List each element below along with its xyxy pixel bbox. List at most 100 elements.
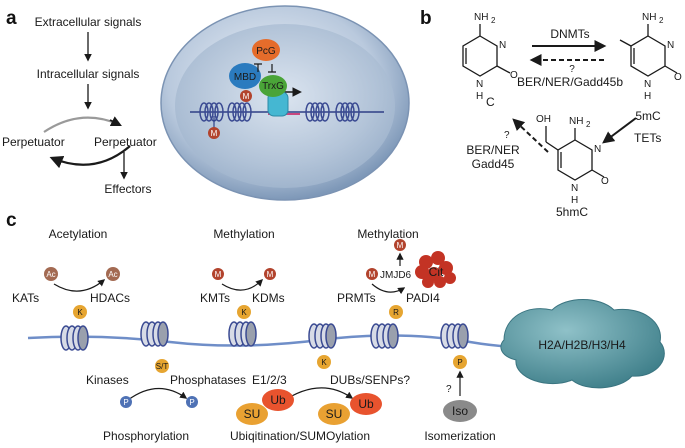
iso-bubble bbox=[443, 400, 477, 422]
extracellular-signals-label: Extracellular signals bbox=[35, 15, 142, 29]
methylation-title-2: Methylation bbox=[357, 227, 418, 241]
trxg-bubble bbox=[259, 75, 287, 97]
histone-blob bbox=[500, 299, 665, 389]
m-bubble-c2 bbox=[264, 268, 276, 280]
su-label-right: SU bbox=[326, 407, 343, 421]
c-n3: N bbox=[499, 40, 506, 51]
ber-ner-label: BER/NER bbox=[466, 143, 520, 157]
k-bubble-2 bbox=[237, 305, 251, 319]
c-nh2: NH bbox=[474, 12, 488, 23]
5mc-structure bbox=[619, 24, 678, 77]
dnmts-label: DNMTs bbox=[550, 27, 589, 41]
p-label-iso: P bbox=[457, 358, 462, 367]
isomerization-title: Isomerization bbox=[424, 429, 495, 443]
acetylation-title: Acetylation bbox=[49, 227, 108, 241]
hmc-n1: N bbox=[571, 183, 578, 194]
r-label: R bbox=[393, 308, 399, 317]
st-bubble bbox=[155, 359, 169, 373]
cit-label: Cit bbox=[429, 265, 444, 279]
hmc-h1: H bbox=[571, 195, 578, 206]
trxg-label: TrxG bbox=[262, 81, 284, 92]
mc-h1: H bbox=[644, 91, 651, 102]
m-label-c4: M bbox=[369, 270, 376, 279]
pcg-label: PcG bbox=[256, 46, 276, 57]
ubiquitination-title: Ubiqitination/SUMOylation bbox=[230, 429, 370, 443]
tets-label: TETs bbox=[634, 131, 661, 145]
nucleosomes-c bbox=[60, 321, 469, 351]
mc-nh2: NH bbox=[642, 12, 656, 23]
m-bubble-c4 bbox=[366, 268, 378, 280]
p-bubble-iso bbox=[453, 355, 467, 369]
ac-label-left: Ac bbox=[46, 270, 55, 279]
question-b1: ? bbox=[569, 64, 575, 75]
gadd45-label: Gadd45 bbox=[472, 157, 515, 171]
c-o: O bbox=[510, 70, 518, 81]
kmts-label: KMTs bbox=[200, 291, 230, 305]
mc-n3: N bbox=[667, 40, 674, 51]
ac-bubble-left bbox=[44, 267, 58, 281]
kdms-label: KDMs bbox=[252, 291, 285, 305]
m-label-c3: M bbox=[397, 241, 404, 250]
methylation-arc-1 bbox=[221, 278, 264, 291]
st-label: S/T bbox=[156, 362, 169, 371]
5mc-label: 5mC bbox=[635, 109, 661, 123]
m-bubble-bottom bbox=[208, 127, 220, 139]
mc-nh2-sub: 2 bbox=[659, 16, 664, 25]
mbd-label: MBD bbox=[234, 72, 256, 83]
histones-label: H2A/H2B/H3/H4 bbox=[538, 338, 626, 352]
effectors-label: Effectors bbox=[104, 182, 151, 196]
su-bubble-right bbox=[318, 403, 350, 425]
p-label-left: P bbox=[123, 398, 128, 407]
phosphorylation-arc bbox=[127, 387, 188, 401]
mc-n1: N bbox=[644, 79, 651, 90]
hdacs-label: HDACs bbox=[90, 291, 130, 305]
k-label-3: K bbox=[321, 358, 327, 367]
kinases-label: Kinases bbox=[86, 373, 129, 387]
arc-top-head bbox=[109, 116, 122, 126]
m-label-c2: M bbox=[267, 270, 274, 279]
padi4-label: PADI4 bbox=[406, 291, 440, 305]
perpetuator-right-label: Perpetuator bbox=[94, 135, 157, 149]
e123-label: E1/2/3 bbox=[252, 373, 287, 387]
dubs-label: DUBs/SENPs? bbox=[330, 373, 410, 387]
ac-bubble-right bbox=[106, 267, 120, 281]
mc-o: O bbox=[674, 72, 682, 83]
hmc-nh2-sub: 2 bbox=[586, 120, 591, 129]
ac-label-right: Ac bbox=[108, 270, 117, 279]
feedback-arc-top bbox=[43, 116, 119, 133]
panel-c-label: c bbox=[6, 210, 17, 231]
hmc-n3: N bbox=[594, 144, 601, 155]
ub-label-left: Ub bbox=[270, 393, 286, 407]
intracellular-signals-label: Intracellular signals bbox=[37, 67, 140, 81]
c-n1: N bbox=[476, 79, 483, 90]
cytosine-structure bbox=[462, 24, 511, 77]
k-bubble-3 bbox=[317, 355, 331, 369]
question-b2: ? bbox=[504, 130, 510, 141]
jmjd6-label: JMJD6 bbox=[380, 270, 412, 281]
cit-cluster bbox=[415, 251, 456, 288]
k-label-1: K bbox=[77, 308, 83, 317]
iso-label: Iso bbox=[452, 404, 468, 418]
phosphatases-label: Phosphatases bbox=[170, 373, 246, 387]
m-label-top: M bbox=[243, 92, 250, 101]
acetylation-arc bbox=[53, 279, 106, 292]
ub-label-right: Ub bbox=[358, 397, 374, 411]
inhibition-marks bbox=[254, 63, 276, 73]
r-bubble bbox=[389, 305, 403, 319]
k-bubble-1 bbox=[73, 305, 87, 319]
question-c: ? bbox=[446, 384, 452, 395]
kats-label: KATs bbox=[12, 291, 39, 305]
ber-ner-gadd45b-label: BER/NER/Gadd45b bbox=[517, 75, 623, 89]
panel-a-label: a bbox=[6, 8, 17, 29]
methylation-title-1: Methylation bbox=[213, 227, 274, 241]
m-bubble-c3 bbox=[394, 239, 406, 251]
ub-bubble-left bbox=[262, 389, 294, 411]
m-label-c1: M bbox=[215, 270, 222, 279]
nucleosomes-a bbox=[199, 102, 360, 122]
m-bubble-c1 bbox=[212, 268, 224, 280]
m-bubble-top bbox=[240, 90, 252, 102]
perpetuator-left-label: Perpetuator bbox=[2, 135, 65, 149]
phosphorylation-title: Phosphorylation bbox=[103, 429, 189, 443]
panel-b-label: b bbox=[420, 8, 432, 29]
p-label-right: P bbox=[189, 398, 194, 407]
